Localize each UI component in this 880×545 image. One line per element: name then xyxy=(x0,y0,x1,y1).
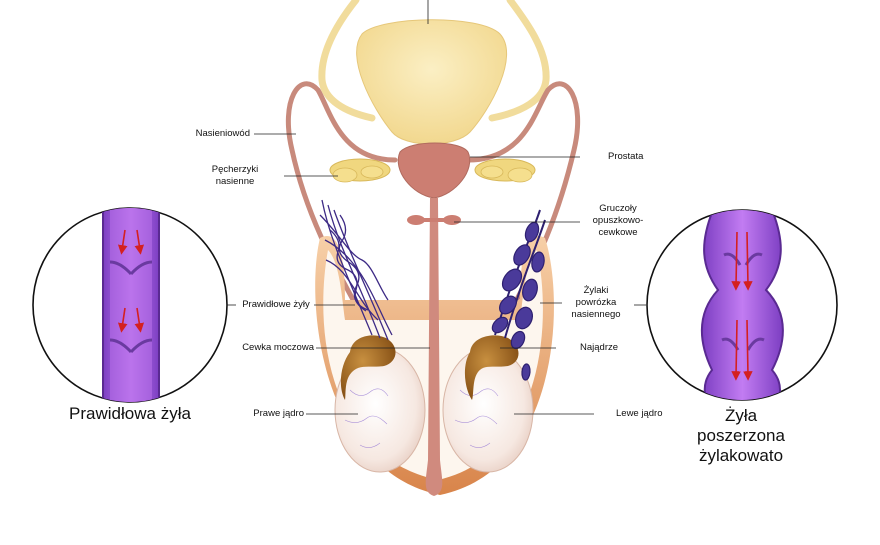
caption-varicose-line1: Żyła xyxy=(724,406,758,425)
caption-varicose-line2: poszerzona xyxy=(697,426,785,445)
epididymis-right xyxy=(340,335,396,400)
varicose-veins xyxy=(491,209,546,381)
label-varicose-line1: Żylaki xyxy=(583,285,609,296)
label-vas-deferens: Nasieniowód xyxy=(195,128,250,139)
seminal-vesicle-left xyxy=(329,158,391,183)
caption-varicose-vein: Żyła poszerzona żylakowato xyxy=(676,406,806,466)
right-ureter xyxy=(488,0,550,122)
label-bulbourethral-line3: cewkowe xyxy=(598,227,638,238)
label-varicose-line2: powrózka xyxy=(575,297,617,308)
caption-normal-vein: Prawidłowa żyła xyxy=(69,404,191,423)
normal-veins-plexus xyxy=(319,199,393,341)
label-bulbourethral: Gruczoły opuszkowo- cewkowe xyxy=(578,203,658,239)
caption-varicose-line3: żylakowato xyxy=(698,446,784,465)
label-epididymis: Najądrze xyxy=(580,342,619,353)
label-bulbourethral-line2: opuszkowo- xyxy=(592,215,644,226)
seminal-vesicle-right xyxy=(474,158,536,183)
label-left-testis: Lewe jądro xyxy=(616,408,663,419)
leader-lines xyxy=(227,0,646,415)
label-normal-veins: Prawidłowe żyły xyxy=(242,299,310,310)
label-seminal-vesicles: Pęcherzyki nasienne xyxy=(190,164,280,188)
varicose-vein-inset xyxy=(646,209,838,401)
label-bulbourethral-line1: Gruczoły xyxy=(599,203,637,214)
testis-vessels xyxy=(344,388,499,448)
label-urethra: Cewka moczowa xyxy=(242,342,314,353)
prostate xyxy=(397,142,471,199)
urethra xyxy=(425,198,443,496)
label-seminal-vesicles-line1: Pęcherzyki xyxy=(211,164,259,175)
bladder xyxy=(356,19,508,145)
epididymis-left xyxy=(464,335,519,400)
left-ureter xyxy=(318,0,376,122)
label-varicose-line3: nasiennego xyxy=(571,309,621,320)
label-right-testis: Prawe jądro xyxy=(253,408,304,419)
label-prostate: Prostata xyxy=(608,151,644,162)
label-varicose-veins: Żylaki powrózka nasiennego xyxy=(560,285,632,321)
label-seminal-vesicles-line2: nasienne xyxy=(215,176,255,187)
normal-vein-inset xyxy=(32,207,228,403)
